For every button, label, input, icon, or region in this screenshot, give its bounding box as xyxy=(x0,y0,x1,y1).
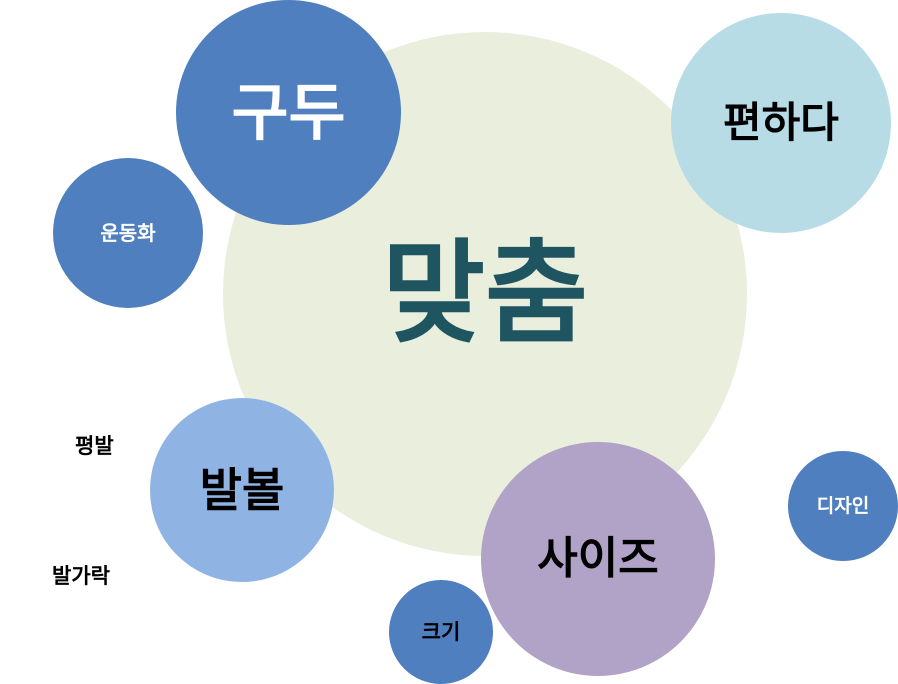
bubble-gudu-label: 구두 xyxy=(231,75,346,149)
bubble-balbol: 발볼 xyxy=(150,398,334,582)
bubble-pyeonhada-label: 편하다 xyxy=(723,98,839,147)
bubble-gudu: 구두 xyxy=(176,0,401,225)
bubble-design-label: 디자인 xyxy=(816,494,870,517)
bubble-pyeonhada: 편하다 xyxy=(671,13,891,233)
bubble-size-label: 사이즈 xyxy=(537,533,659,584)
bubble-design: 디자인 xyxy=(788,451,898,561)
bubble-balbol-label: 발볼 xyxy=(199,463,285,517)
bubble-undonghwa: 운동화 xyxy=(53,158,203,308)
bubble-keugi: 크기 xyxy=(389,580,493,684)
bubble-undonghwa-label: 운동화 xyxy=(100,221,156,245)
label-pyeongbal: 평발 xyxy=(75,434,114,458)
bubble-size: 사이즈 xyxy=(481,442,715,676)
bubble-center-label: 맞춤 xyxy=(381,229,589,359)
label-balgarak: 발가락 xyxy=(52,564,110,588)
bubble-keugi-label: 크기 xyxy=(421,619,461,644)
